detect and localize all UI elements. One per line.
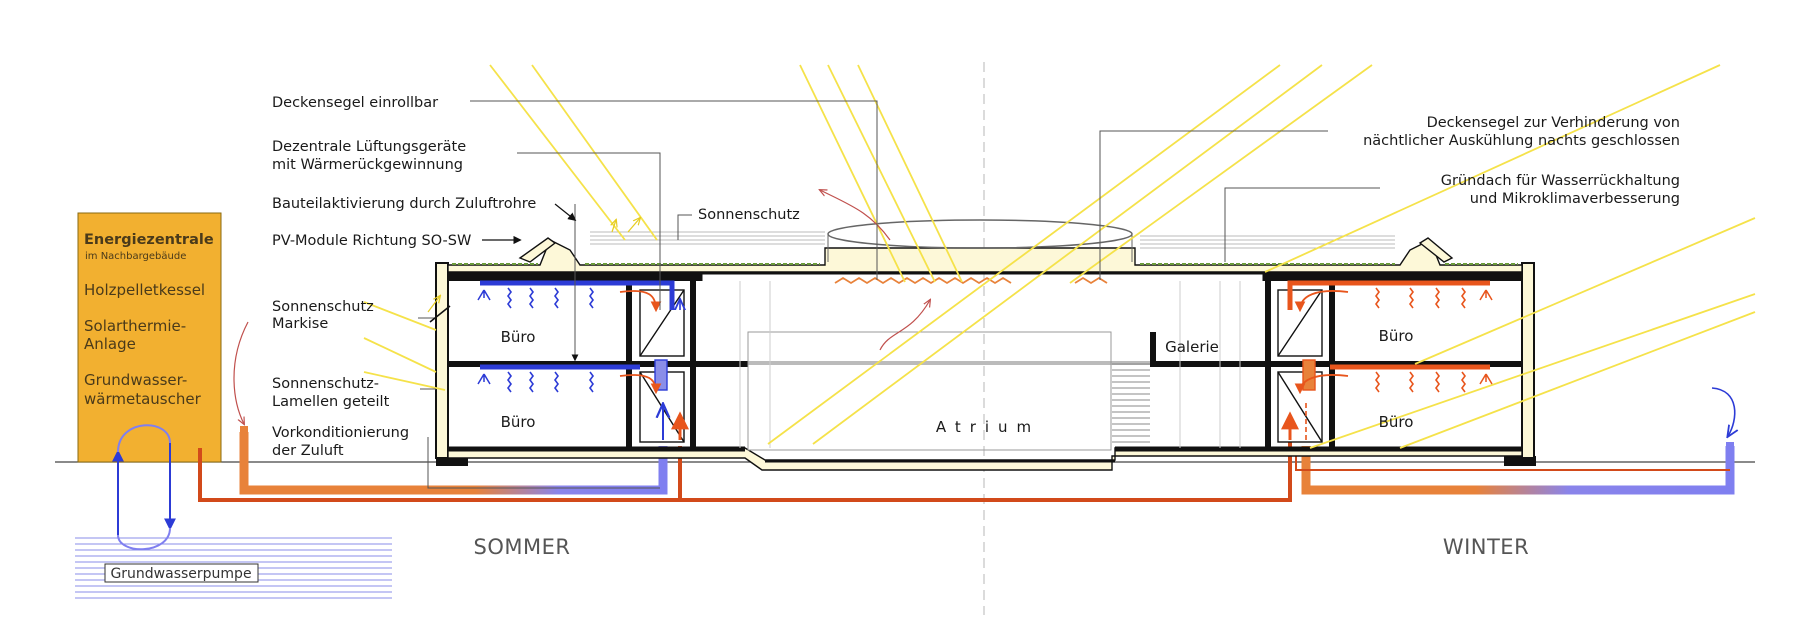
leader-bauteil	[554, 203, 577, 222]
label-markise-1: Sonnenschutz	[272, 299, 374, 315]
air-flow-summer-warm	[619, 290, 689, 440]
label-gruendach-1: Gründach für Wasserrückhaltung	[1441, 173, 1680, 189]
pump-label: Grundwasserpumpe	[110, 566, 251, 582]
room-buero-winter-upper: Büro	[1379, 327, 1414, 345]
supply-pipes	[198, 321, 1735, 502]
season-winter: WINTER	[1443, 535, 1529, 559]
label-sonnenschutz: Sonnenschutz	[698, 207, 800, 223]
season-summer: SOMMER	[474, 535, 571, 559]
energy-item-solar-1: Solarthermie-	[84, 317, 186, 335]
label-pv-module: PV-Module Richtung SO-SW	[272, 233, 471, 249]
energy-center-title: Energiezentrale	[84, 232, 214, 248]
label-gruendach-2: und Mikroklimaverbesserung	[1470, 191, 1680, 207]
label-lueftung-1: Dezentrale Lüftungsgeräte	[272, 139, 466, 155]
room-buero-summer-upper: Büro	[501, 328, 536, 346]
label-lamellen-1: Sonnenschutz-	[272, 376, 379, 392]
label-lueftung-2: mit Wärmerückgewinnung	[272, 157, 463, 173]
label-deckensegel-nacht-1: Deckensegel zur Verhinderung von	[1427, 115, 1680, 131]
energy-item-solar-2: Anlage	[84, 335, 136, 353]
room-galerie: Galerie	[1165, 338, 1219, 356]
label-bauteilaktivierung: Bauteilaktivierung durch Zuluftrohre	[272, 196, 536, 212]
energy-item-wasser-1: Grundwasser-	[84, 371, 187, 389]
building-section	[435, 219, 1536, 471]
leader-lines	[418, 100, 1380, 489]
energy-item-holzpellet: Holzpelletkessel	[84, 281, 205, 299]
room-buero-winter-lower: Büro	[1379, 413, 1414, 431]
room-buero-summer-lower: Büro	[501, 413, 536, 431]
air-flow-summer	[477, 280, 680, 440]
label-lamellen-2: Lamellen geteilt	[272, 394, 390, 410]
energy-center-box	[77, 212, 222, 463]
label-vorkonditionierung-2: der Zuluft	[272, 443, 344, 459]
energy-item-wasser-2: wärmetauscher	[84, 390, 202, 408]
groundwater-pump-loop	[112, 424, 176, 551]
label-markise-2: Markise	[272, 316, 328, 332]
sun-reflections	[427, 218, 640, 313]
pump-label-box	[104, 563, 259, 583]
label-vorkonditionierung-1: Vorkonditionierung	[272, 425, 409, 441]
label-deckensegel-nacht-2: nächtlicher Auskühlung nachts geschlosse…	[1363, 133, 1680, 149]
markise	[429, 305, 451, 323]
label-deckensegel: Deckensegel einrollbar	[272, 95, 438, 111]
energy-center-subtitle: im Nachbargebäude	[85, 251, 186, 262]
room-atrium: Atrium	[936, 418, 1040, 436]
air-flow-winter	[1281, 280, 1493, 440]
atrium-exhaust-air	[820, 190, 930, 351]
